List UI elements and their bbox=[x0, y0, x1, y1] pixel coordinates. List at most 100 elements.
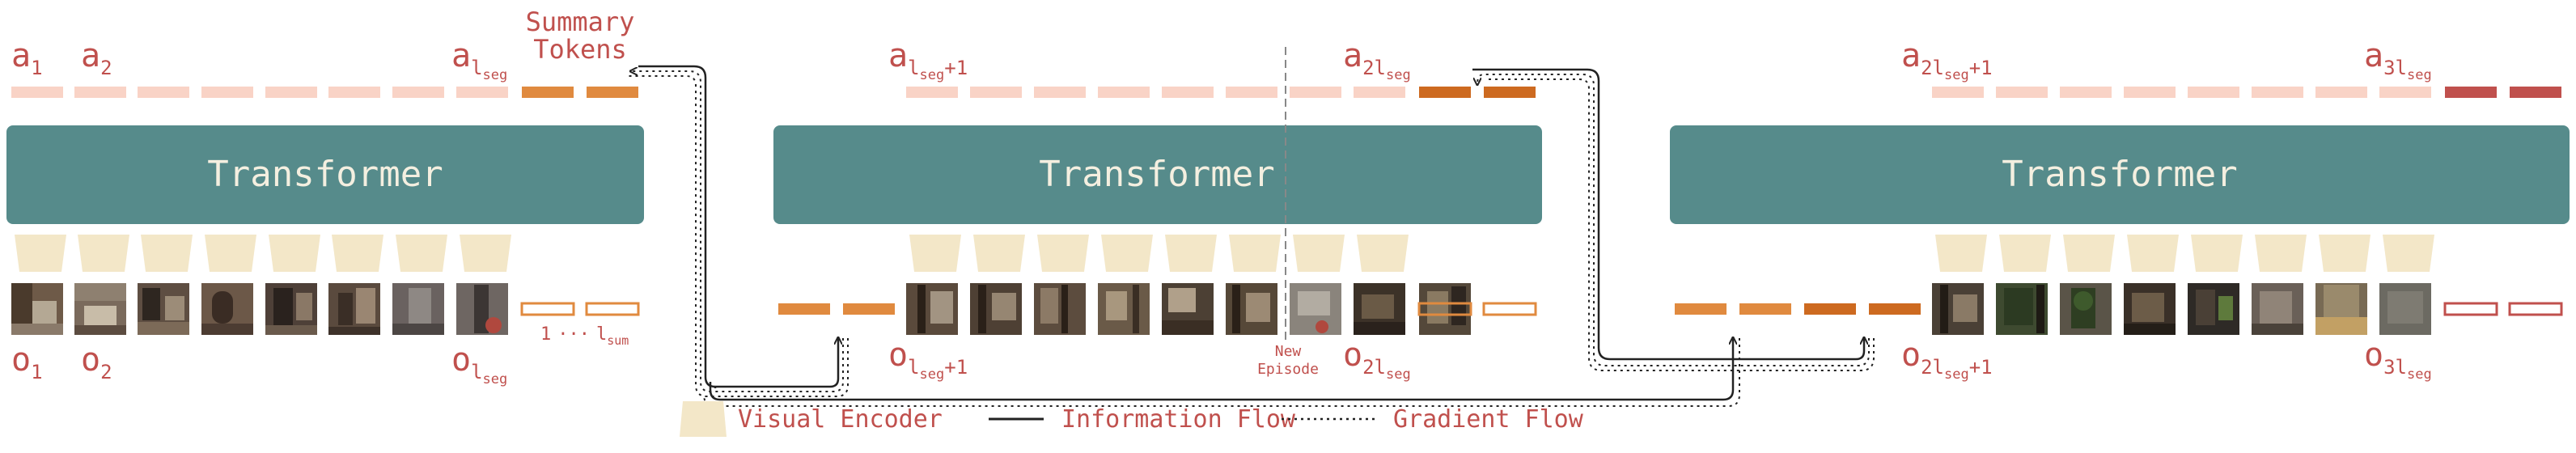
action-tokens-segment-3 bbox=[1932, 87, 2561, 98]
observation-frame bbox=[2379, 283, 2431, 335]
obs-label-o-2lseg: o2lseg bbox=[1343, 337, 1411, 383]
visual-encoder bbox=[1165, 235, 1217, 272]
action-label-a2: a2 bbox=[81, 37, 112, 79]
summary-token bbox=[522, 87, 574, 98]
visual-encoder bbox=[1037, 235, 1089, 272]
visual-encoder bbox=[2319, 235, 2371, 272]
visual-encoder bbox=[269, 235, 320, 272]
gradient-flow-path-1b bbox=[626, 75, 849, 397]
summary-input-token bbox=[778, 303, 830, 315]
observation-frame bbox=[970, 283, 1022, 335]
observation-frame bbox=[1162, 283, 1214, 335]
gradient-flow-to-segment-3 bbox=[703, 338, 1740, 407]
action-token bbox=[201, 87, 253, 98]
obs-label-o2: o2 bbox=[81, 341, 112, 383]
visual-encoders-segment-2 bbox=[909, 235, 1409, 272]
visual-encoder bbox=[2191, 235, 2243, 272]
summary-output-slots-segment-2 bbox=[1417, 302, 1537, 316]
new-episode-label-line2: Episode bbox=[1257, 361, 1319, 378]
summary-slot bbox=[2443, 302, 2498, 316]
visual-encoder bbox=[1229, 235, 1281, 272]
gradient-flow-path-1 bbox=[631, 71, 844, 392]
information-flow-to-segment-3 bbox=[709, 338, 1733, 401]
summary-output-slots-segment-3 bbox=[2443, 302, 2563, 316]
observation-frame bbox=[2124, 283, 2176, 335]
summary-output-slots-segment-1 bbox=[520, 302, 640, 316]
action-token bbox=[1996, 87, 2048, 98]
legend-information-flow-label: Information Flow bbox=[1061, 405, 1296, 434]
observation-frame bbox=[1226, 283, 1277, 335]
sum-range-label: 1···lsum bbox=[540, 324, 629, 348]
information-flow-arrow-1 bbox=[638, 65, 838, 388]
action-token bbox=[265, 87, 317, 98]
visual-encoder bbox=[1935, 235, 1987, 272]
observation-frame bbox=[2188, 283, 2239, 335]
summary-token bbox=[2445, 87, 2497, 98]
action-token bbox=[328, 87, 380, 98]
summary-input-token bbox=[1739, 303, 1791, 315]
action-token bbox=[1162, 87, 1214, 98]
action-token bbox=[2379, 87, 2431, 98]
action-label-a-3lseg: a3lseg bbox=[2364, 37, 2432, 83]
observation-frame bbox=[2060, 283, 2112, 335]
action-label-a1: a1 bbox=[11, 37, 43, 79]
observation-frame bbox=[74, 283, 126, 335]
action-token bbox=[11, 87, 63, 98]
observation-frame bbox=[2315, 283, 2367, 335]
action-token bbox=[2060, 87, 2112, 98]
observation-frame bbox=[265, 283, 317, 335]
summary-slot bbox=[1417, 302, 1472, 316]
observation-frame bbox=[138, 283, 189, 335]
transformer-title-2: Transformer bbox=[1039, 154, 1274, 195]
summary-token bbox=[2510, 87, 2561, 98]
observation-frame bbox=[1996, 283, 2048, 335]
action-token bbox=[392, 87, 444, 98]
observation-frame bbox=[1290, 283, 1341, 335]
action-token bbox=[1932, 87, 1984, 98]
visual-encoder bbox=[909, 235, 961, 272]
observation-frame bbox=[1932, 283, 1984, 335]
visual-encoder bbox=[1357, 235, 1409, 272]
summary-input-token bbox=[1804, 303, 1856, 315]
transformer-title-1: Transformer bbox=[207, 154, 443, 195]
observation-frame bbox=[2252, 283, 2303, 335]
legend-visual-encoder-label: Visual Encoder bbox=[738, 405, 943, 434]
observation-frame bbox=[201, 283, 253, 335]
summary-token bbox=[1484, 87, 1536, 98]
transformer-title-3: Transformer bbox=[2002, 154, 2237, 195]
visual-encoder bbox=[1293, 235, 1345, 272]
observation-frame bbox=[1098, 283, 1150, 335]
visual-encoder bbox=[2383, 235, 2434, 272]
legend-gradient-flow-label: Gradient Flow bbox=[1393, 405, 1584, 434]
action-token bbox=[1098, 87, 1150, 98]
observation-frame bbox=[11, 283, 63, 335]
action-token bbox=[2252, 87, 2303, 98]
observation-frame bbox=[1354, 283, 1405, 335]
action-token bbox=[906, 87, 958, 98]
action-token bbox=[1226, 87, 1277, 98]
summary-token bbox=[1419, 87, 1471, 98]
action-label-a-lseg-plus1: alseg+1 bbox=[888, 37, 968, 83]
summary-slot bbox=[1482, 302, 1537, 316]
observation-frames-segment-1 bbox=[11, 283, 508, 335]
observation-frames-segment-3 bbox=[1932, 283, 2431, 335]
visual-encoder bbox=[460, 235, 511, 272]
visual-encoder bbox=[1101, 235, 1153, 272]
visual-encoder bbox=[78, 235, 129, 272]
obs-label-o1: o1 bbox=[11, 341, 43, 383]
summary-input-tokens-segment-3 bbox=[1675, 303, 1921, 315]
action-token bbox=[138, 87, 189, 98]
summary-token bbox=[587, 87, 638, 98]
obs-label-o-lseg-plus1: olseg+1 bbox=[888, 337, 968, 383]
legend-visual-encoder-swatch bbox=[680, 401, 727, 437]
obs-label-o-3lseg: o3lseg bbox=[2364, 337, 2432, 383]
observation-frame bbox=[1419, 283, 1471, 335]
action-token bbox=[74, 87, 126, 98]
visual-encoder bbox=[1999, 235, 2051, 272]
gradient-flow-path-3 bbox=[1477, 74, 1870, 366]
gradient-flow-path-3b bbox=[1489, 78, 1875, 371]
new-episode-label-line1: New bbox=[1275, 343, 1302, 360]
observation-frames-segment-2 bbox=[906, 283, 1471, 335]
action-token bbox=[970, 87, 1022, 98]
